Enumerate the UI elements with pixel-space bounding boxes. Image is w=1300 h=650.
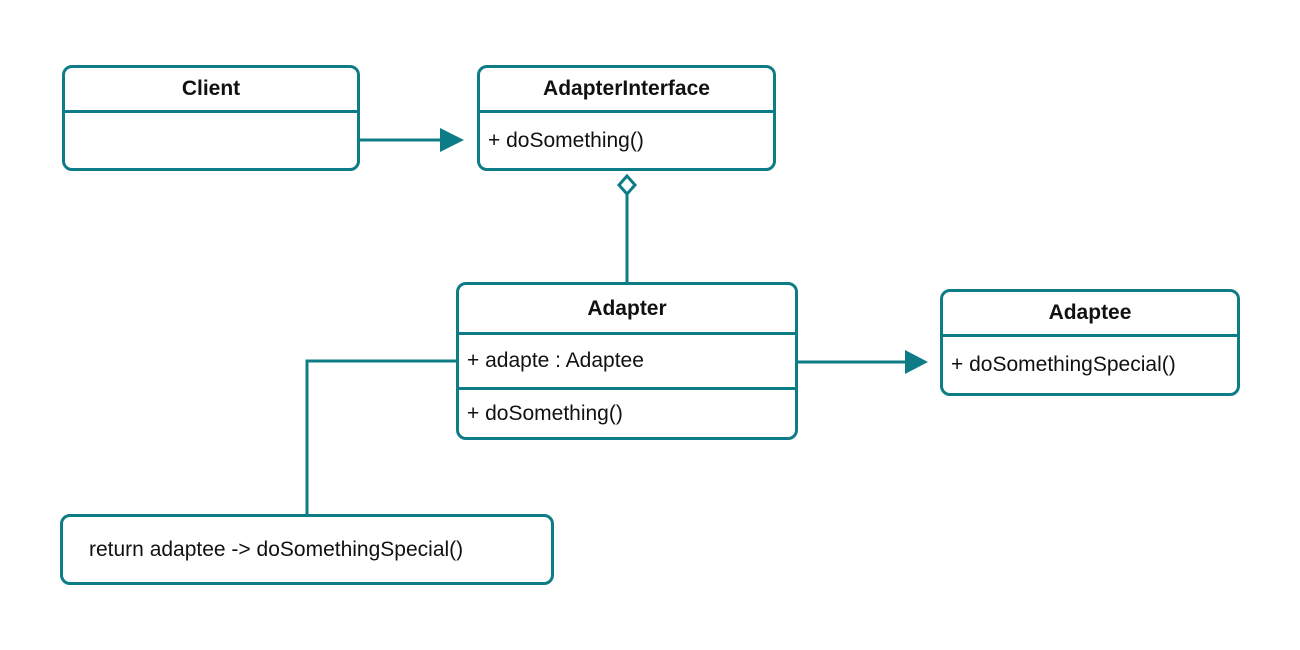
adapter-to-note-line xyxy=(305,359,456,515)
adapter-attribute: + adapte : Adaptee xyxy=(467,349,644,372)
client-class-name: Client xyxy=(65,68,357,113)
adapter-to-adaptee-arrowhead xyxy=(905,350,928,374)
client-to-interface-arrowhead xyxy=(440,128,464,152)
adapter-method: + doSomething() xyxy=(459,387,795,437)
adapter-implementation-note: return adaptee -> doSomethingSpecial() xyxy=(60,514,554,585)
adapter-class: Adapter + adapte : Adaptee + doSomething… xyxy=(456,282,798,440)
aggregation-diamond-icon xyxy=(616,173,638,197)
adaptee-class: Adaptee + doSomethingSpecial() xyxy=(940,289,1240,396)
client-class-body xyxy=(65,113,357,168)
adapter-interface-method: + doSomething() xyxy=(488,128,644,152)
client-class: Client xyxy=(62,65,360,171)
adaptee-class-name: Adaptee xyxy=(943,292,1237,337)
adapter-class-name: Adapter xyxy=(459,285,795,335)
adaptee-method: + doSomethingSpecial() xyxy=(951,353,1176,376)
adapter-interface-class: AdapterInterface + doSomething() xyxy=(477,65,776,171)
adapter-interface-class-name: AdapterInterface xyxy=(480,68,773,113)
